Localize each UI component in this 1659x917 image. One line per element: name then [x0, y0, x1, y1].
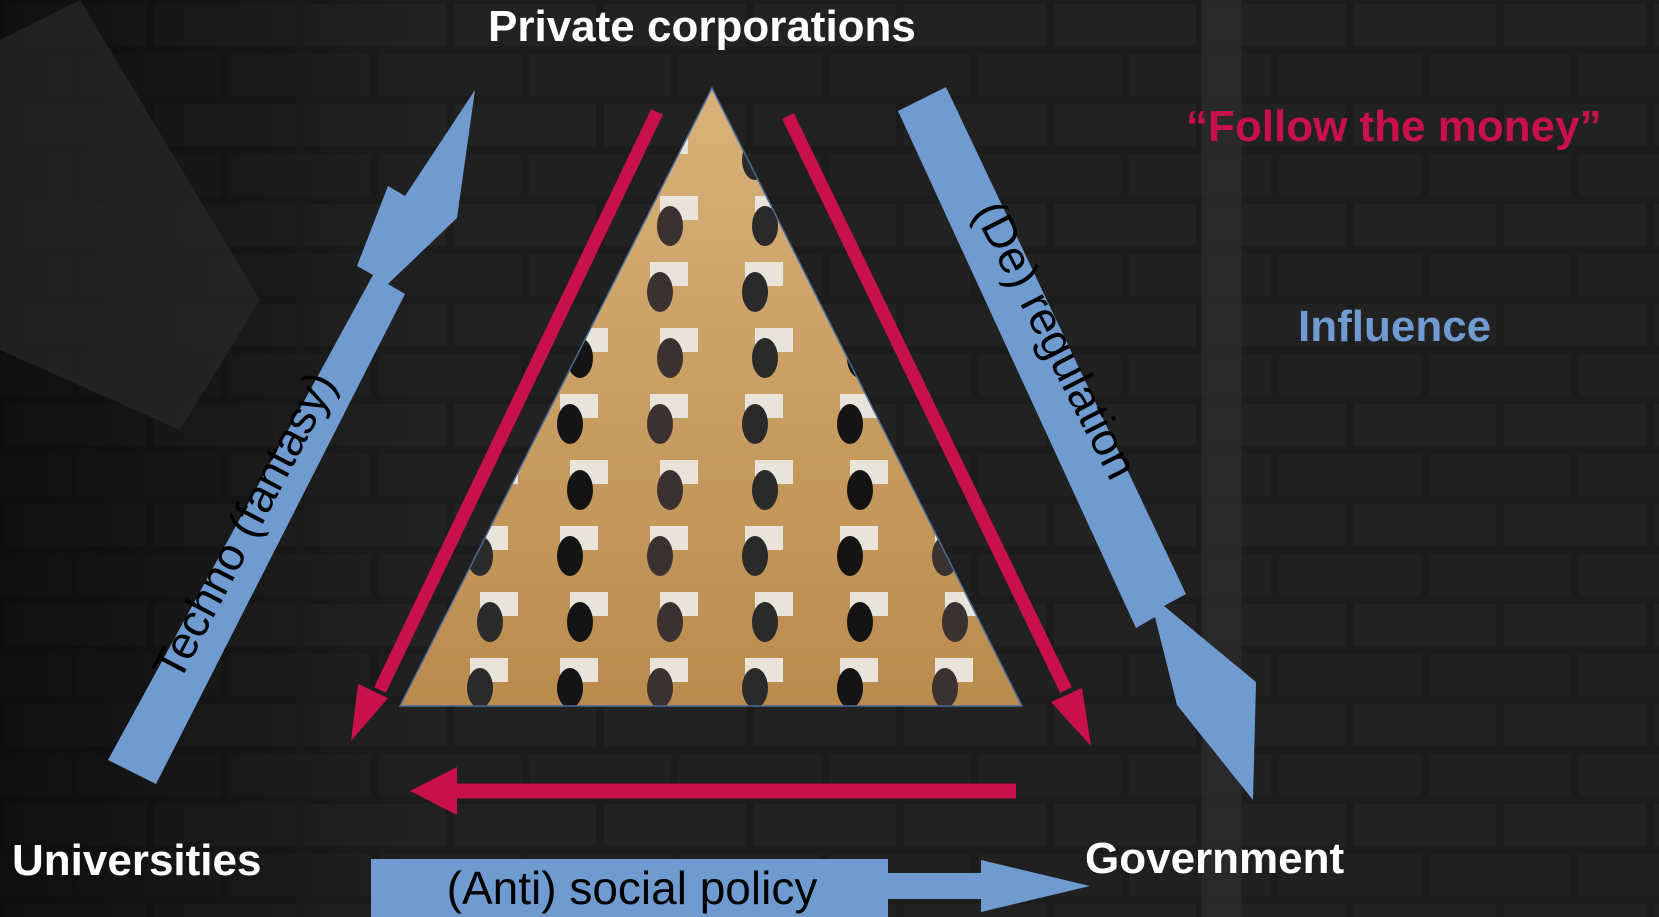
red-arrowhead-left	[351, 684, 388, 741]
student-figure	[837, 668, 863, 706]
legend-follow-the-money: “Follow the money”	[1186, 102, 1602, 151]
arrow-label-social-policy: (Anti) social policy	[447, 862, 818, 914]
student-figure	[477, 602, 503, 642]
student-figure	[742, 404, 768, 444]
student-figure	[847, 602, 873, 642]
student-figure	[567, 602, 593, 642]
student-figure	[557, 668, 583, 706]
student-figure	[647, 536, 673, 576]
student-figure	[847, 470, 873, 510]
red-arrows	[351, 109, 1091, 815]
student-figure	[752, 470, 778, 510]
student-figure	[647, 404, 673, 444]
node-universities: Universities	[12, 836, 262, 885]
student-figure	[742, 536, 768, 576]
student-figure	[752, 206, 778, 246]
node-government: Government	[1085, 834, 1345, 883]
student-figure	[752, 602, 778, 642]
arrow-techno-fantasy-shape	[108, 90, 475, 784]
student-figure	[932, 668, 958, 706]
legend-influence: Influence	[1298, 302, 1492, 351]
student-figure	[647, 668, 673, 706]
node-private-corporations: Private corporations	[488, 2, 916, 51]
student-figure	[557, 404, 583, 444]
red-arrowhead-bottom	[410, 767, 457, 815]
student-figure	[657, 206, 683, 246]
student-figure	[647, 272, 673, 312]
arrow-deregulation-shape	[898, 87, 1256, 800]
book-silhouette	[0, 0, 260, 430]
student-figure	[657, 602, 683, 642]
student-figure	[742, 668, 768, 706]
student-figure	[752, 338, 778, 378]
student-figure	[467, 668, 493, 706]
student-figure	[657, 470, 683, 510]
student-figure	[837, 536, 863, 576]
arrow-social-policy-shape	[371, 859, 1090, 917]
student-figure	[742, 272, 768, 312]
red-arrowhead-right	[1051, 688, 1091, 746]
student-figure	[942, 602, 968, 642]
student-figure	[657, 338, 683, 378]
student-figure	[837, 404, 863, 444]
photo-border	[398, 86, 1024, 707]
student-figure	[557, 536, 583, 576]
student-figure	[567, 470, 593, 510]
